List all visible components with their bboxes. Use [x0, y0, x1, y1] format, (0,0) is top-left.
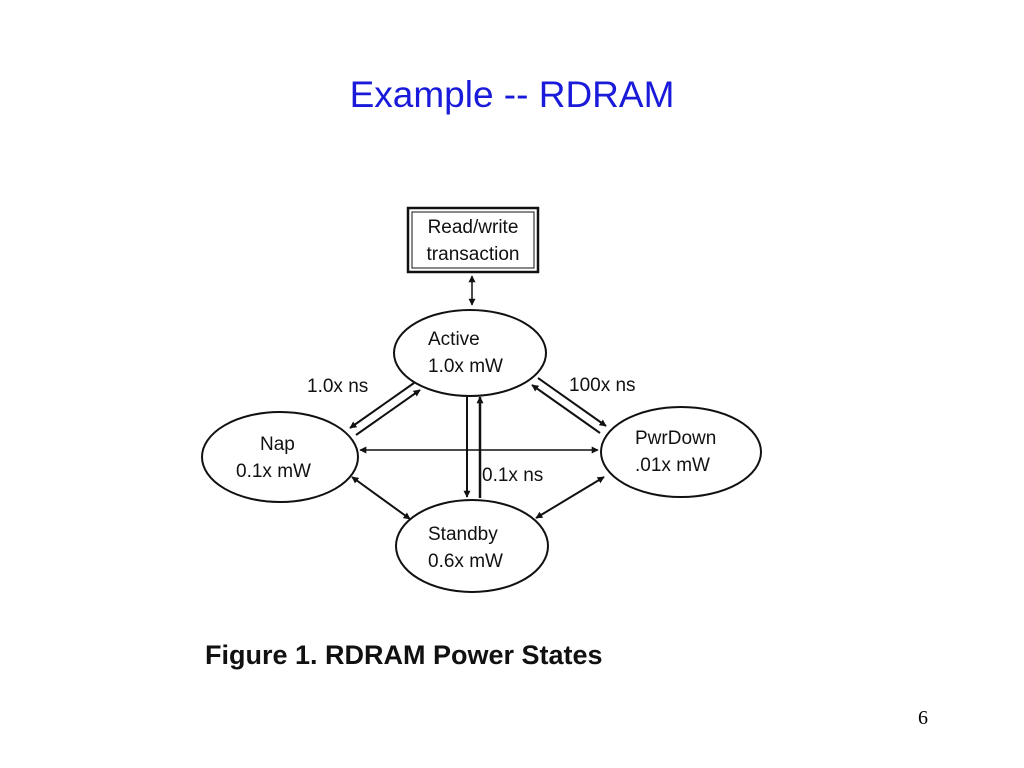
- state-standby: Standby 0.6x mW: [395, 499, 549, 593]
- pwrdown-standby-arrow: [535, 476, 605, 519]
- label-active-nap: 1.0x ns: [307, 376, 368, 397]
- state-active-power: 1.0x mW: [428, 356, 503, 377]
- label-active-pwrdown: 100x ns: [569, 375, 636, 396]
- state-active-name: Active: [428, 329, 480, 350]
- active-nap-arrows: [349, 382, 421, 436]
- label-active-standby: 0.1x ns: [482, 465, 543, 486]
- state-nap-name: Nap: [260, 434, 295, 455]
- slide-title: Example -- RDRAM: [349, 74, 675, 115]
- state-nap: Nap 0.1x mW: [201, 411, 359, 503]
- transaction-box-line1: Read/write: [428, 217, 519, 238]
- state-standby-power: 0.6x mW: [428, 551, 503, 572]
- active-standby-arrows: [463, 396, 484, 498]
- state-standby-name: Standby: [428, 524, 498, 545]
- active-pwrdown-arrows: [531, 377, 607, 434]
- page-number: 6: [918, 707, 928, 729]
- state-nap-power: 0.1x mW: [236, 461, 311, 482]
- state-active: Active 1.0x mW: [393, 309, 547, 397]
- nap-standby-arrow: [351, 476, 411, 520]
- figure-caption: Figure 1. RDRAM Power States: [205, 640, 603, 670]
- transaction-box: Read/write transaction: [406, 206, 540, 274]
- state-pwrdown: PwrDown .01x mW: [600, 406, 762, 498]
- transaction-box-line2: transaction: [427, 244, 520, 265]
- state-pwrdown-name: PwrDown: [635, 428, 716, 449]
- state-pwrdown-power: .01x mW: [635, 455, 710, 476]
